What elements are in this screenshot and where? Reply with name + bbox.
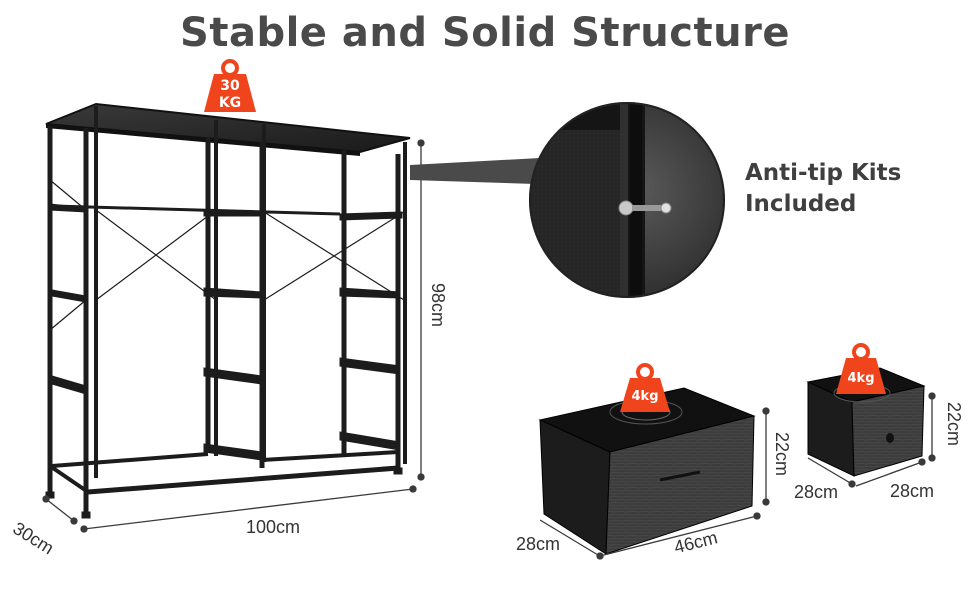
- shelf-unit: [45, 102, 411, 519]
- anti-tip-zoom: [529, 102, 725, 298]
- page-title: Stable and Solid Structure: [180, 10, 790, 56]
- drawer-small-width-label: 28cm: [890, 481, 935, 501]
- shelf-weight-value: 30: [220, 78, 240, 94]
- shelf-weight-unit: KG: [219, 95, 241, 111]
- shelf-height-label: 98cm: [428, 283, 448, 328]
- zoom-connector: [410, 158, 540, 184]
- drawer-small-weight-icon: 4kg: [836, 343, 886, 394]
- drawer-large-weight-icon: 4kg: [620, 363, 670, 412]
- shelf-width-label: 100cm: [246, 517, 301, 537]
- anti-tip-caption: Anti-tip Kits Included: [745, 158, 901, 220]
- drawer-small-height-label: 22cm: [944, 402, 964, 447]
- drawer-small-weight: 4kg: [848, 371, 875, 386]
- shelf-weight-icon: 30 KG: [204, 59, 256, 112]
- drawer-large-height-label: 22cm: [772, 432, 792, 477]
- shelf-dimension-lines: [42, 139, 425, 533]
- drawer-small-dimension-lines: [807, 392, 936, 488]
- anti-tip-line2: Included: [745, 191, 857, 217]
- anti-tip-line1: Anti-tip Kits: [745, 160, 902, 186]
- drawer-large: [538, 387, 756, 555]
- drawer-large-depth-label: 28cm: [516, 534, 561, 554]
- drawer-small-depth-label: 28cm: [794, 482, 839, 502]
- drawer-large-weight: 4kg: [632, 389, 659, 404]
- drawer-large-dimension-lines: [539, 407, 770, 560]
